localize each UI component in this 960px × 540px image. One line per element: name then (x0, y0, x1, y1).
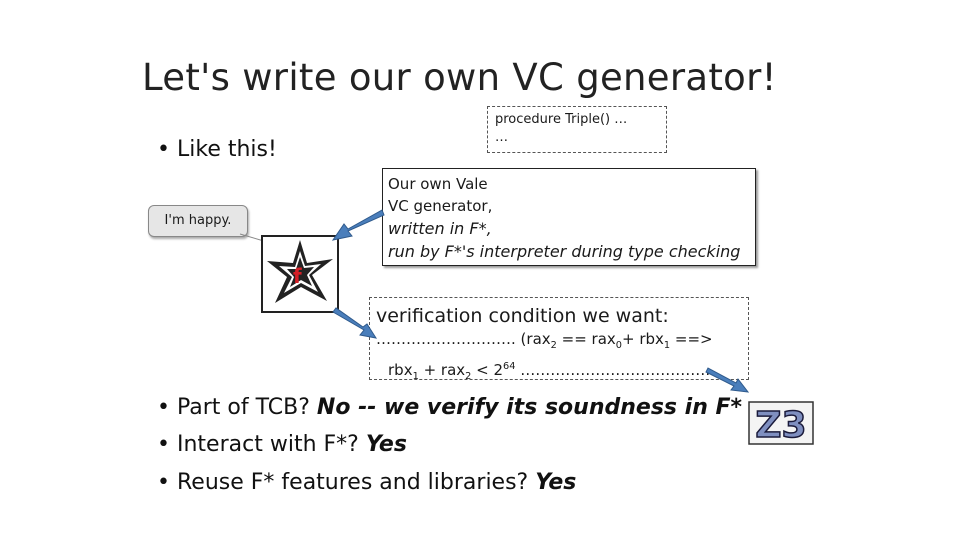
vc-line-2: rbx1 + rax2 < 264 ………………………………… (376, 356, 742, 387)
vc-dots-1: ………………………. (376, 330, 521, 348)
code-snippet-box: procedure Triple() … … (487, 106, 667, 153)
vc-implies: ==> (670, 330, 713, 348)
arrow-vale-to-logo (331, 209, 385, 241)
bullet-interact-plain: Interact with F*? (177, 432, 366, 457)
verification-condition-box: verification condition we want: ……………………… (369, 297, 749, 382)
vc-sub-1: 1 (663, 340, 671, 351)
vc-plus: + rbx (622, 330, 664, 348)
code-line-1: procedure Triple() … (495, 112, 628, 127)
vc-less-than: < 2 (471, 361, 504, 379)
bullet-dot: • (157, 395, 170, 420)
bullet-tcb-plain: Part of TCB? (177, 395, 317, 420)
z3-logo-text: Z3 (755, 405, 806, 445)
bullet-interact: • Interact with F*? Yes (157, 432, 407, 457)
vale-line-4: run by F*'s interpreter during type chec… (388, 242, 741, 261)
bullet-like-this: • Like this! (157, 137, 277, 162)
vc-sub-2b: 2 (465, 371, 472, 382)
vc-line-1: ………………………. (rax2 == rax0+ rbx1 ==> (376, 329, 742, 356)
fstar-logo: f (261, 235, 339, 313)
speech-bubble-text: I'm happy. (164, 213, 232, 228)
vc-sub-0: 0 (615, 340, 622, 351)
arrow-logo-to-vc (332, 307, 378, 339)
vale-line-1: Our own Vale (388, 175, 488, 193)
bullet-tcb: • Part of TCB? No -- we verify its soundn… (157, 395, 742, 420)
bullet-interact-italic: Yes (365, 432, 407, 457)
bullet-like-text: Like this! (177, 137, 277, 162)
vc-rax: (rax (520, 330, 551, 348)
bullet-dot: • (157, 432, 170, 457)
bullet-reuse-italic: Yes (535, 470, 577, 495)
bullet-tcb-italic: No -- we verify its soundness in F* (316, 395, 743, 420)
slide-title: Let's write our own VC generator! (142, 56, 777, 99)
bullet-reuse-plain: Reuse F* features and libraries? (177, 470, 536, 495)
vc-rbx: rbx (388, 361, 413, 379)
arrow-vc-to-z3 (705, 367, 750, 393)
vc-sub-1b: 1 (412, 371, 419, 382)
bullet-dot: • (157, 470, 170, 495)
vc-plus-rax: + rax (418, 361, 466, 379)
svg-text:f: f (293, 264, 302, 288)
vc-eq: == rax (556, 330, 616, 348)
code-line-2: … (495, 130, 508, 145)
vc-heading: verification condition we want: (376, 305, 669, 327)
vale-line-3: written in F*, (388, 219, 492, 238)
star-logo-icon: f (267, 240, 333, 303)
vc-sup-64: 64 (503, 361, 516, 372)
vale-line-2: VC generator, (388, 197, 493, 215)
z3-logo: Z3 (748, 401, 814, 445)
bullet-reuse: • Reuse F* features and libraries? Yes (157, 470, 576, 495)
vc-dots-2: ………………………………… (515, 361, 716, 379)
speech-bubble: I'm happy. (148, 205, 248, 237)
vale-generator-box: Our own Vale VC generator, written in F*… (382, 168, 756, 266)
bullet-dot: • (157, 137, 170, 162)
vc-sub-2: 2 (550, 340, 557, 351)
